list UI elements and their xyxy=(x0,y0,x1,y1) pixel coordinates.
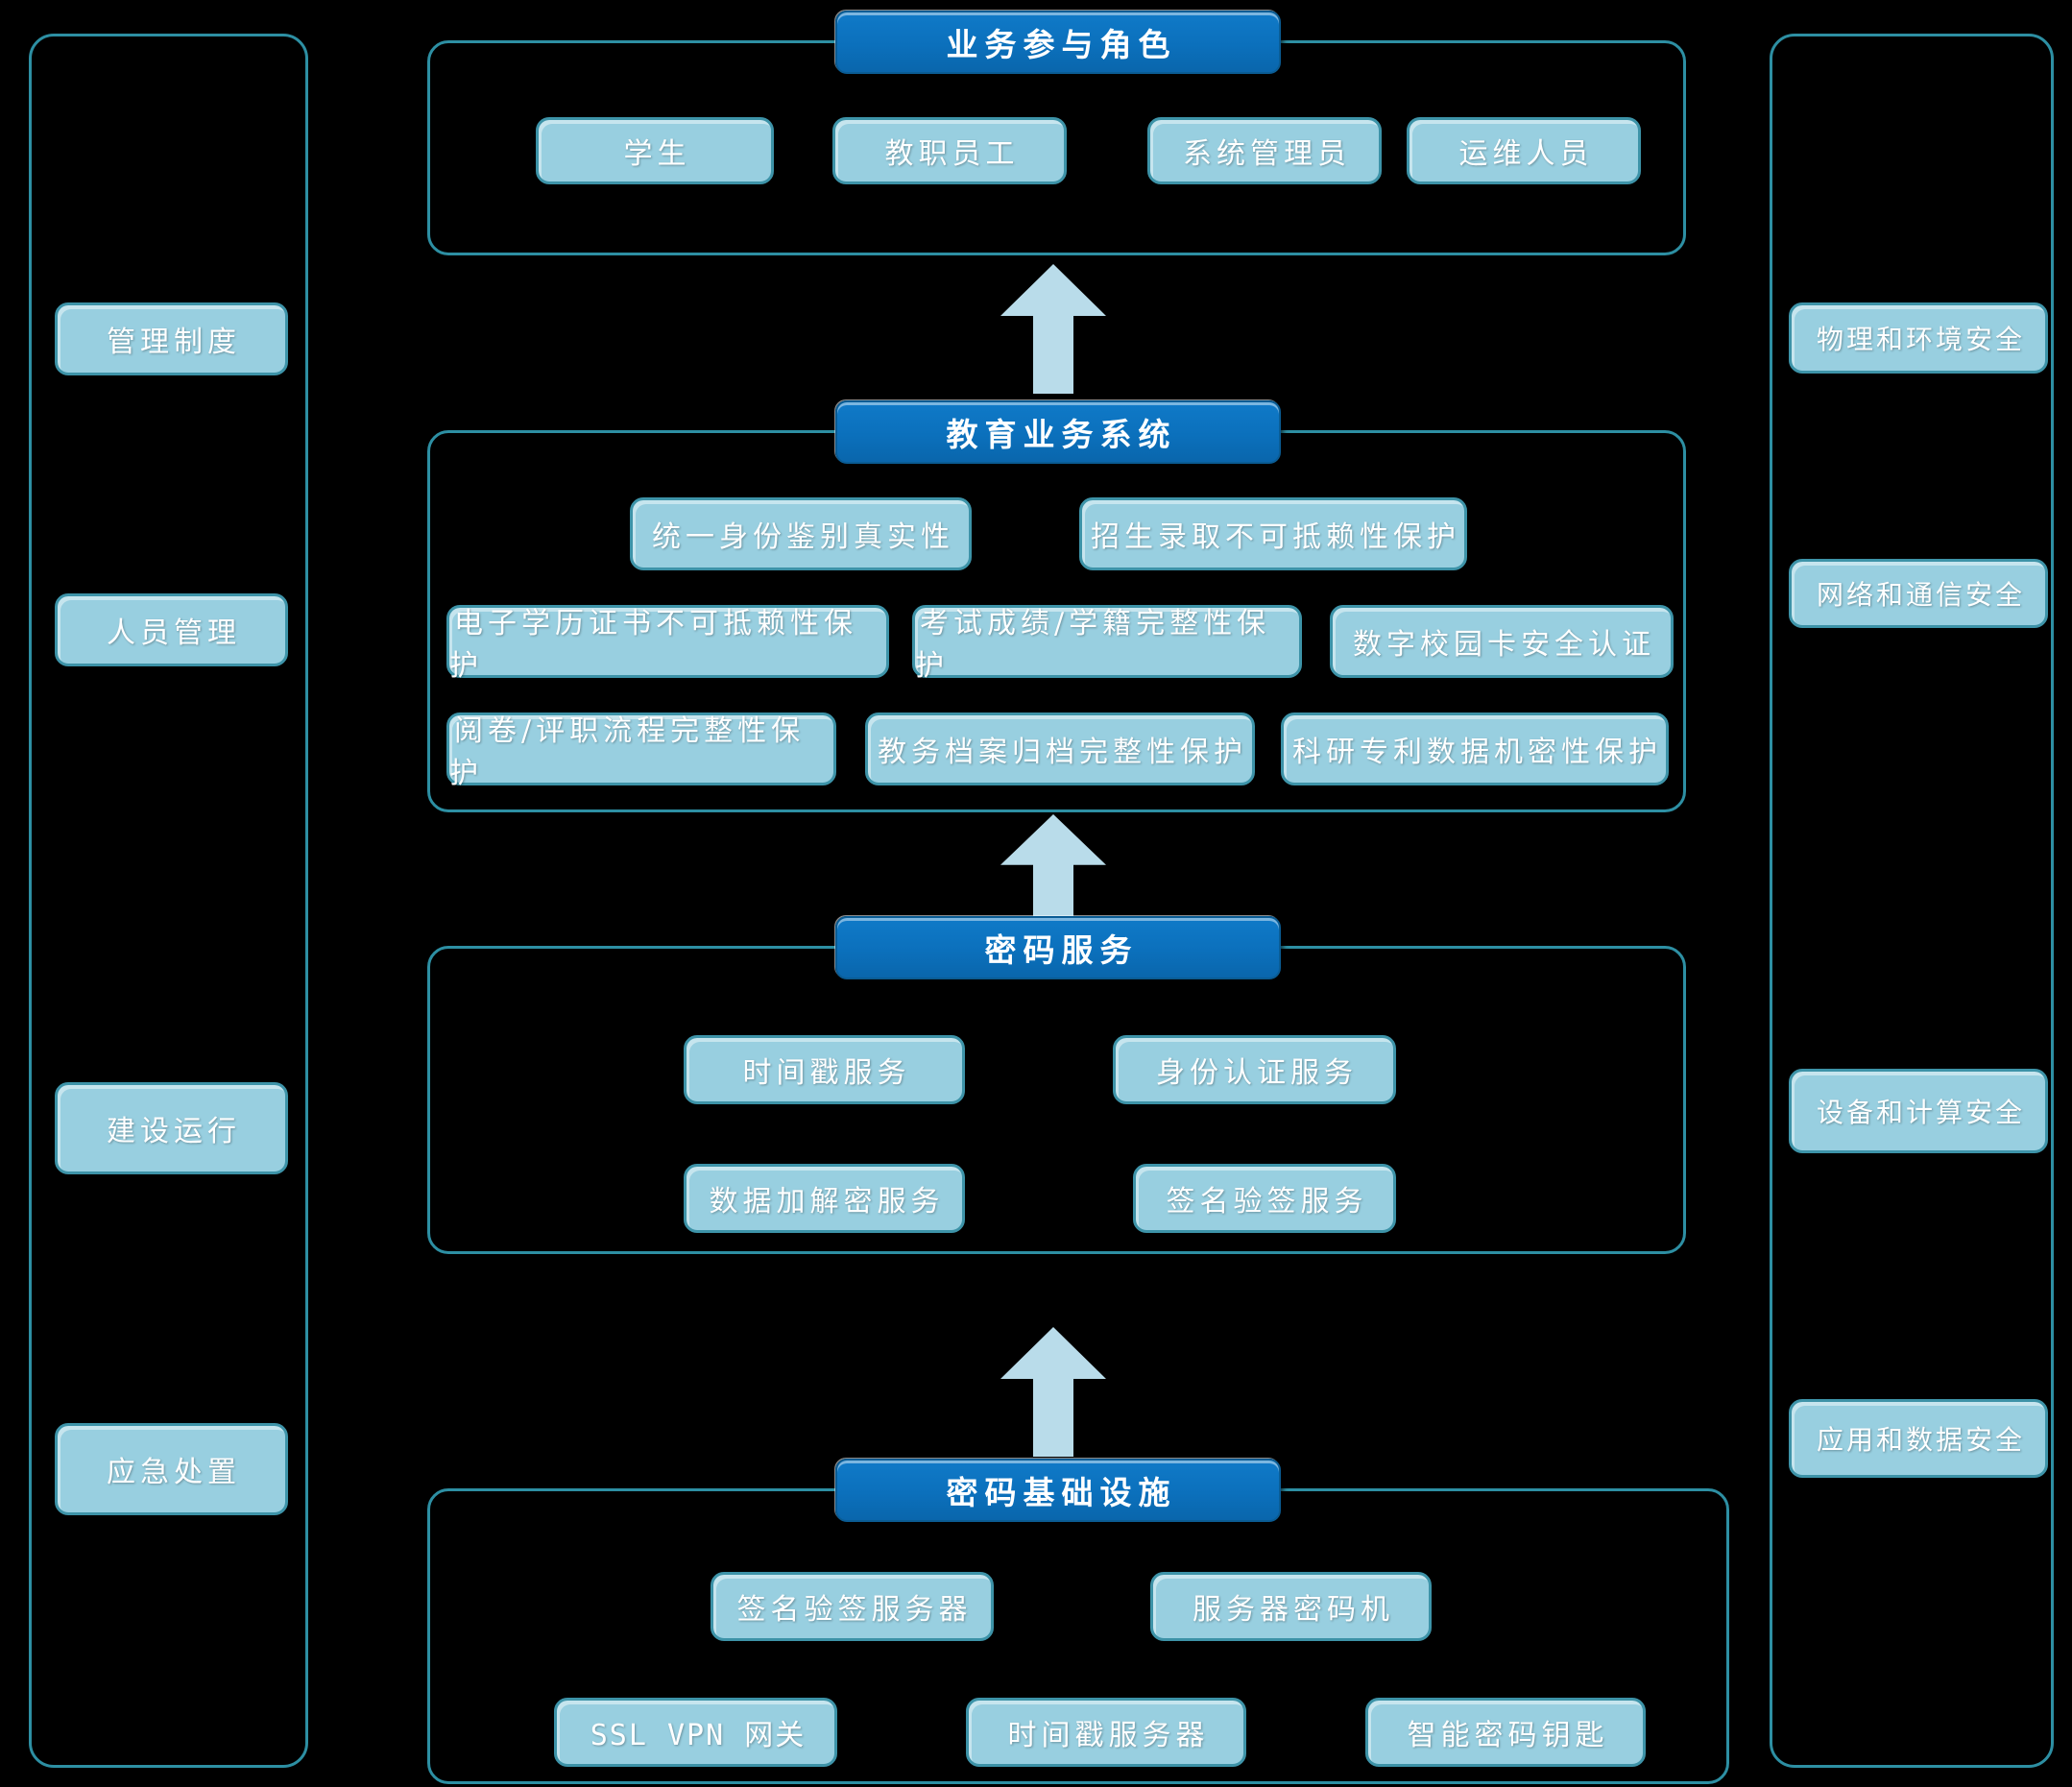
service-box: 电子学历证书不可抵赖性保护 xyxy=(446,605,889,683)
section-header-business-roles: 业务参与角色 xyxy=(835,11,1281,74)
service-box: 教务档案归档完整性保护 xyxy=(865,712,1255,785)
left-management-panel xyxy=(29,34,308,1768)
right-security-panel xyxy=(1770,34,2054,1768)
right-panel-item: 物理和环境安全 xyxy=(1789,302,2048,374)
left-panel-item: 人员管理 xyxy=(55,593,288,666)
role-box: 学生 xyxy=(536,117,774,184)
device-box: 签名验签服务器 xyxy=(711,1572,994,1641)
right-panel-item: 应用和数据安全 xyxy=(1789,1399,2048,1478)
service-box: 阅卷/评职流程完整性保护 xyxy=(446,712,836,790)
left-panel-item: 应急处置 xyxy=(55,1423,288,1515)
left-panel-item: 管理制度 xyxy=(55,302,288,375)
service-box: 科研专利数据机密性保护 xyxy=(1281,712,1669,785)
section-crypto-services xyxy=(427,946,1686,1254)
up-arrow-icon xyxy=(1000,1327,1106,1457)
section-header-education-system: 教育业务系统 xyxy=(835,400,1281,464)
up-arrow-icon xyxy=(1000,264,1106,394)
service-box: 统一身份鉴别真实性 xyxy=(630,497,972,570)
device-box: 时间戳服务器 xyxy=(966,1698,1246,1767)
role-box: 系统管理员 xyxy=(1147,117,1382,184)
service-box: 身份认证服务 xyxy=(1113,1035,1396,1104)
service-box: 招生录取不可抵赖性保护 xyxy=(1079,497,1467,570)
left-panel-item: 建设运行 xyxy=(55,1082,288,1174)
service-box: 数字校园卡安全认证 xyxy=(1330,605,1674,678)
right-panel-item: 设备和计算安全 xyxy=(1789,1069,2048,1153)
service-box: 考试成绩/学籍完整性保护 xyxy=(912,605,1302,683)
section-header-crypto-infrastructure: 密码基础设施 xyxy=(835,1459,1281,1522)
section-header-crypto-services: 密码服务 xyxy=(835,916,1281,979)
role-box: 运维人员 xyxy=(1407,117,1641,184)
service-box: 数据加解密服务 xyxy=(684,1164,965,1233)
device-box: 智能密码钥匙 xyxy=(1365,1698,1646,1767)
device-box: SSL VPN 网关 xyxy=(554,1698,837,1767)
service-box: 时间戳服务 xyxy=(684,1035,965,1104)
right-panel-item: 网络和通信安全 xyxy=(1789,559,2048,628)
up-arrow-icon xyxy=(1000,814,1106,941)
role-box: 教职员工 xyxy=(832,117,1067,184)
device-box: 服务器密码机 xyxy=(1150,1572,1432,1641)
service-box: 签名验签服务 xyxy=(1133,1164,1396,1233)
